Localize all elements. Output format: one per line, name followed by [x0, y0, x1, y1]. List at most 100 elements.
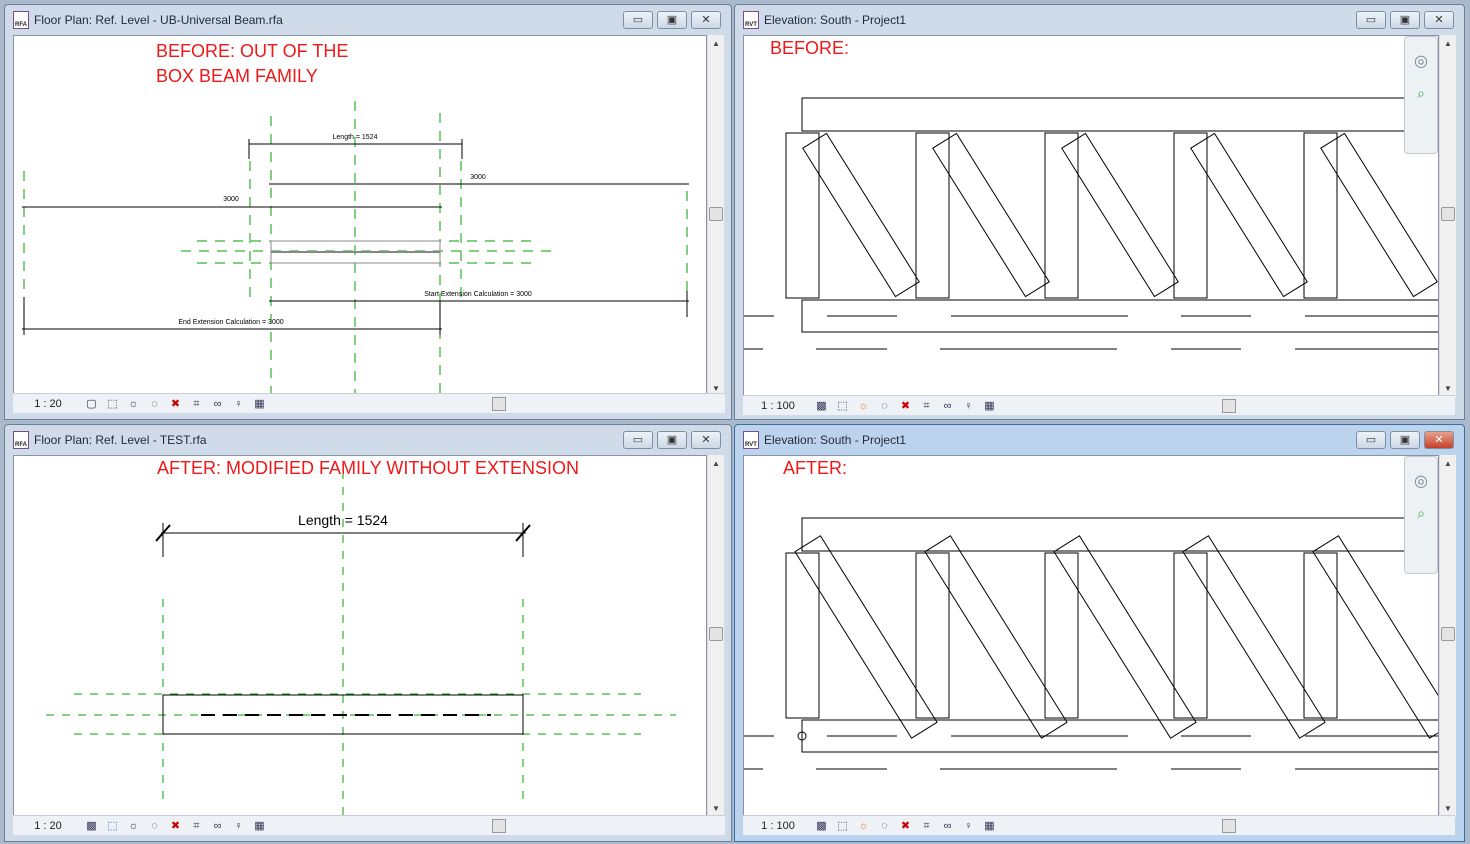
zoom-icon: ⌕ [1417, 505, 1425, 521]
reveal-hidden-icon[interactable]: ♀ [234, 397, 243, 410]
minimize-button[interactable]: ▭ [1356, 11, 1386, 29]
dim-length-label: Length = 1524 [333, 134, 378, 141]
column [1173, 552, 1208, 719]
visual-style-icon[interactable]: ⬚ [107, 819, 118, 832]
show-crop-icon[interactable]: ⌗ [193, 819, 200, 832]
window-elevation-before: RVT Elevation: South - Project1 ▭▣✕ BEFO… [734, 4, 1465, 420]
window-title: Elevation: South - Project1 [764, 13, 907, 27]
view-control-bar: 1 : 20 ▢ ⬚ ☼ ◌ ✖ ⌗ ∞ ♀ ▦ [13, 393, 725, 413]
column [915, 132, 950, 299]
detail-level-icon[interactable]: ▢ [86, 397, 97, 410]
temporary-hide-icon[interactable]: ∞ [213, 819, 222, 832]
dim-start-extension-label: Start Extension Calculation = 3000 [424, 291, 532, 298]
scale-selector[interactable]: 1 : 100 [761, 399, 795, 412]
diagonal-brace [932, 132, 1050, 298]
window-title: Floor Plan: Ref. Level - TEST.rfa [34, 433, 207, 447]
window-title: Floor Plan: Ref. Level - UB-Universal Be… [34, 13, 283, 27]
sun-path-icon[interactable]: ☼ [128, 819, 139, 832]
close-button[interactable]: ✕ [1424, 431, 1454, 449]
shadows-icon[interactable]: ◌ [151, 397, 158, 410]
close-button[interactable]: ✕ [1424, 11, 1454, 29]
steering-wheel-icon: ◎ [1414, 53, 1428, 70]
crop-view-icon[interactable]: ✖ [900, 399, 911, 412]
drawing-canvas[interactable]: Length = 1524 3000 3000 Start Extension … [13, 35, 707, 397]
drawing-canvas[interactable]: Length = 1524 AFTER: MODIFIED FAMILY WIT… [13, 455, 707, 817]
dim-label: 3000 [470, 174, 486, 181]
title-bar[interactable]: RFA Floor Plan: Ref. Level - TEST.rfa ▭▣… [5, 425, 731, 455]
navigation-bar[interactable]: ◎⌕ [1404, 36, 1438, 154]
analytical-model-icon[interactable]: ▦ [254, 397, 265, 410]
restore-button[interactable]: ▣ [1390, 11, 1420, 29]
vertical-scrollbar[interactable]: ▲▼ [1439, 455, 1456, 817]
drawing-canvas[interactable]: AFTER: ◎⌕ [743, 455, 1456, 817]
reference-planes [23, 101, 688, 396]
navigation-bar[interactable]: ◎⌕ [1404, 456, 1438, 574]
sun-path-icon[interactable]: ☼ [858, 819, 869, 832]
zoom-icon: ⌕ [1417, 85, 1425, 101]
dim-label: 3000 [223, 196, 239, 203]
rvt-file-icon: RVT [743, 431, 759, 449]
restore-button[interactable]: ▣ [1390, 431, 1420, 449]
sun-path-icon[interactable]: ☼ [128, 397, 139, 410]
temporary-hide-icon[interactable]: ∞ [213, 397, 222, 410]
horizontal-scrollbar[interactable] [1002, 398, 1441, 413]
temporary-hide-icon[interactable]: ∞ [943, 819, 952, 832]
reveal-hidden-icon[interactable]: ♀ [964, 819, 973, 832]
minimize-button[interactable]: ▭ [623, 11, 653, 29]
scale-selector[interactable]: 1 : 20 [34, 819, 62, 832]
close-button[interactable]: ✕ [691, 431, 721, 449]
crop-view-icon[interactable]: ✖ [170, 819, 181, 832]
diagonal-brace [1061, 132, 1179, 298]
restore-button[interactable]: ▣ [657, 431, 687, 449]
show-crop-icon[interactable]: ⌗ [923, 819, 930, 832]
shadows-icon[interactable]: ◌ [151, 819, 158, 832]
detail-level-icon[interactable]: ▩ [86, 819, 97, 832]
horizontal-scrollbar[interactable] [1002, 818, 1441, 833]
vertical-scrollbar[interactable]: ▲▼ [1439, 35, 1456, 397]
detail-level-icon[interactable]: ▩ [816, 819, 827, 832]
temporary-hide-icon[interactable]: ∞ [943, 399, 952, 412]
steering-wheel-icon: ◎ [1414, 473, 1428, 490]
minimize-button[interactable]: ▭ [623, 431, 653, 449]
show-crop-icon[interactable]: ⌗ [923, 399, 930, 412]
drawing-canvas[interactable]: BEFORE: ◎⌕ [743, 35, 1443, 397]
dim-end-extension-label: End Extension Calculation = 3000 [178, 319, 283, 326]
visual-style-icon[interactable]: ⬚ [837, 399, 848, 412]
horizontal-scrollbar[interactable] [272, 818, 711, 833]
sun-path-icon[interactable]: ☼ [858, 399, 869, 412]
analytical-model-icon[interactable]: ▦ [984, 399, 995, 412]
window-elevation-after: RVT Elevation: South - Project1 ▭▣✕ AFTE… [734, 424, 1465, 842]
show-crop-icon[interactable]: ⌗ [193, 397, 200, 410]
vertical-scrollbar[interactable]: ▲▼ [707, 455, 724, 817]
minimize-button[interactable]: ▭ [1356, 431, 1386, 449]
visual-style-icon[interactable]: ⬚ [107, 397, 118, 410]
horizontal-scrollbar[interactable] [272, 396, 711, 411]
dimensions [22, 139, 689, 335]
diagonal-brace [794, 535, 938, 739]
view-control-bar: 1 : 20 ▩ ⬚ ☼ ◌ ✖ ⌗ ∞ ♀ ▦ [13, 815, 725, 835]
analytical-model-icon[interactable]: ▦ [984, 819, 995, 832]
top-beam [801, 97, 1443, 132]
dim-length-label: Length = 1524 [298, 512, 388, 528]
reveal-hidden-icon[interactable]: ♀ [234, 819, 243, 832]
shadows-icon[interactable]: ◌ [881, 819, 888, 832]
close-button[interactable]: ✕ [691, 11, 721, 29]
title-bar[interactable]: RVT Elevation: South - Project1 ▭▣✕ [735, 5, 1464, 35]
title-bar[interactable]: RFA Floor Plan: Ref. Level - UB-Universa… [5, 5, 731, 35]
window-title: Elevation: South - Project1 [764, 433, 907, 447]
crop-view-icon[interactable]: ✖ [170, 397, 181, 410]
column [915, 552, 950, 719]
scale-selector[interactable]: 1 : 100 [761, 819, 795, 832]
visual-style-icon[interactable]: ⬚ [837, 819, 848, 832]
detail-level-icon[interactable]: ▩ [816, 399, 827, 412]
shadows-icon[interactable]: ◌ [881, 399, 888, 412]
annotation-note: AFTER: MODIFIED FAMILY WITHOUT EXTENSION [157, 458, 580, 478]
vertical-scrollbar[interactable]: ▲▼ [707, 35, 724, 397]
analytical-model-icon[interactable]: ▦ [254, 819, 265, 832]
reveal-hidden-icon[interactable]: ♀ [964, 399, 973, 412]
title-bar[interactable]: RVT Elevation: South - Project1 ▭▣✕ [735, 425, 1464, 455]
view-control-bar: 1 : 100 ▩ ⬚ ☼ ◌ ✖ ⌗ ∞ ♀ ▦ [743, 395, 1455, 415]
restore-button[interactable]: ▣ [657, 11, 687, 29]
crop-view-icon[interactable]: ✖ [900, 819, 911, 832]
scale-selector[interactable]: 1 : 20 [34, 397, 62, 410]
